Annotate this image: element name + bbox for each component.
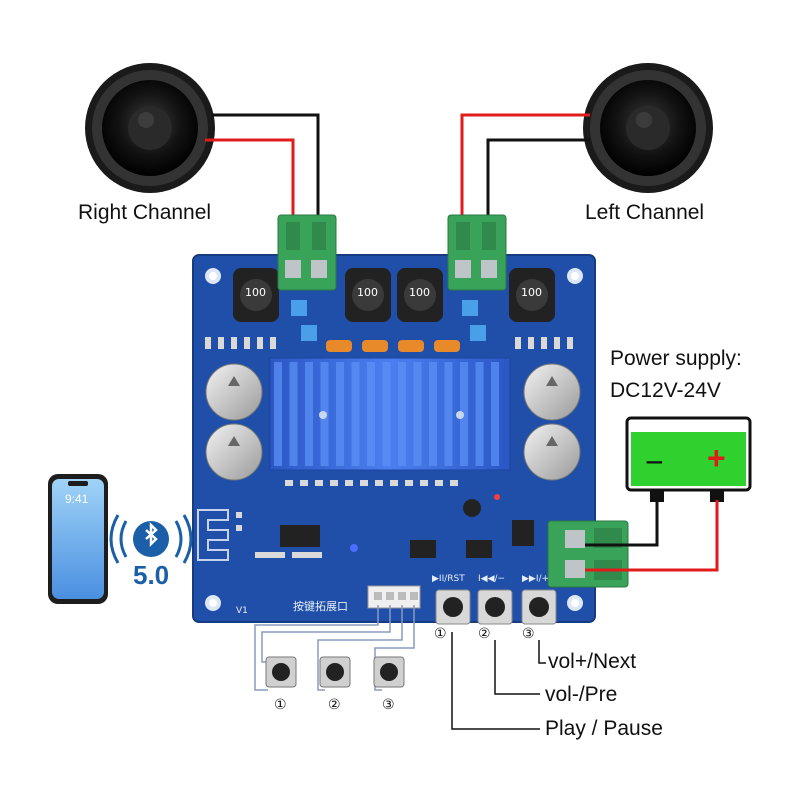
inductor-value-label: 100 <box>357 286 378 299</box>
heatsink-fin <box>305 362 313 466</box>
right-channel-label: Right Channel <box>78 201 212 224</box>
inductor-1-icon <box>233 268 279 322</box>
right-speaker-icon <box>85 63 215 193</box>
heatsink-fin <box>444 362 453 466</box>
left-channel-label: Left Channel <box>585 201 705 224</box>
vol-next-label: vol+/Next <box>548 650 637 673</box>
electrolytic-capacitor-icon <box>523 363 581 421</box>
power-led-icon <box>494 494 500 500</box>
button-expansion-header <box>367 585 421 609</box>
version-silkscreen: V1 <box>236 606 248 616</box>
battery-plus-sign: + <box>707 440 726 476</box>
bluetooth-module <box>197 509 358 561</box>
expansion-wires <box>254 605 415 691</box>
play-pause-label: Play / Pause <box>545 717 663 740</box>
heatsink-fin <box>491 362 499 466</box>
heatsink-fin <box>274 362 282 466</box>
onboard-button-next[interactable] <box>521 589 557 625</box>
heatsink-fin <box>413 362 422 466</box>
board-button-number-3: ③ <box>522 626 535 642</box>
external-button-3[interactable] <box>373 656 405 688</box>
film-capacitor-icon <box>301 325 317 341</box>
external-button-number-3: ③ <box>382 697 395 713</box>
power-black-wire <box>585 500 659 547</box>
inductor-4-icon <box>509 268 555 322</box>
ic-chip <box>466 540 492 558</box>
heatsink-fin <box>475 362 484 466</box>
external-button-1[interactable] <box>265 656 297 688</box>
heatsink-fin <box>351 362 360 466</box>
heatsink-fin <box>382 362 391 466</box>
electrolytic-capacitor-icon <box>205 423 263 481</box>
heatsink-fin <box>429 362 437 466</box>
play-silkscreen: ▶II/RST <box>432 574 465 584</box>
vol-pre-label: vol-/Pre <box>545 683 618 706</box>
expansion-port-silkscreen: 按键拓展口 <box>293 600 348 613</box>
film-capacitor-icon <box>291 300 307 316</box>
left-speaker-icon <box>583 63 713 193</box>
external-button-number-1: ① <box>274 697 287 713</box>
diode-icon <box>512 520 534 546</box>
inductor-value-label: 100 <box>245 286 266 299</box>
callout-line-pre <box>494 640 540 695</box>
board-button-number-1: ① <box>434 626 447 642</box>
bluetooth-icon <box>109 514 193 564</box>
onboard-button-play[interactable] <box>435 589 471 625</box>
right-output-terminal <box>277 214 337 291</box>
heatsink-fins <box>274 362 499 466</box>
phone-clock: 9:41 <box>65 492 89 506</box>
power-red-wire <box>585 500 719 572</box>
next-silkscreen: ▶▶I/+ <box>522 574 550 584</box>
inductor-value-label: 100 <box>409 286 430 299</box>
battery-minus-sign: − <box>645 444 664 480</box>
external-button-number-2: ② <box>328 697 341 713</box>
heatsink-screw-icon <box>456 411 464 419</box>
electrolytic-capacitor-icon <box>205 363 263 421</box>
heatsink-fin <box>289 362 298 466</box>
board-button-number-2: ② <box>478 626 491 642</box>
callout-line-next <box>538 640 546 664</box>
smd-component-row <box>205 337 573 349</box>
smartphone-icon <box>48 474 108 604</box>
capacitor-icon <box>463 499 481 517</box>
electrolytic-capacitor-icon <box>523 423 581 481</box>
inductor-3-icon <box>397 268 443 322</box>
heatsink-fin <box>336 362 344 466</box>
inductor-value-label: 100 <box>521 286 542 299</box>
inductor-2-icon <box>345 268 391 322</box>
left-output-terminal <box>447 214 507 291</box>
smd-component-row <box>285 480 458 486</box>
film-capacitor-icon <box>470 325 486 341</box>
bluetooth-version-label: 5.0 <box>133 560 170 590</box>
power-input-terminal <box>547 520 629 588</box>
external-button-2[interactable] <box>319 656 351 688</box>
onboard-button-prev[interactable] <box>477 589 513 625</box>
ceramic-capacitor-row <box>326 340 460 352</box>
film-capacitor-icon <box>462 300 478 316</box>
ic-chip <box>410 540 436 558</box>
power-voltage-label: DC12V-24V <box>610 379 721 402</box>
power-supply-label: Power supply: <box>610 347 742 370</box>
battery-icon <box>625 416 752 502</box>
heatsink-screw-icon <box>319 411 327 419</box>
callout-line-play <box>451 632 540 730</box>
heatsink-fin <box>367 362 375 466</box>
prev-silkscreen: I◀◀/− <box>478 574 506 584</box>
heatsink-fin <box>398 362 406 466</box>
heatsink-fin <box>460 362 468 466</box>
